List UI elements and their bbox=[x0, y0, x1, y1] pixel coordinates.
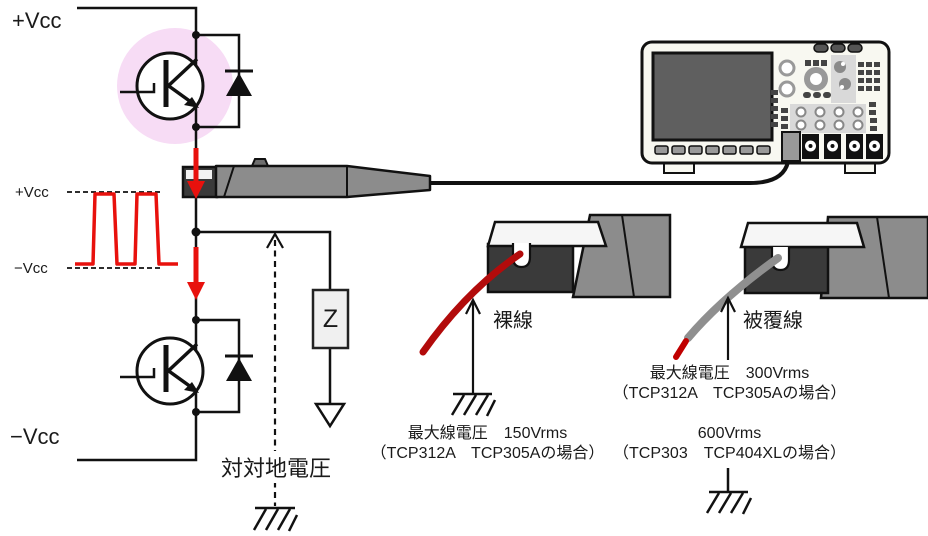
scope-small-buttons bbox=[771, 60, 880, 131]
wave-low-label: −Vcc bbox=[14, 260, 48, 277]
scope-screen bbox=[651, 51, 774, 142]
scope-menu-buttons bbox=[654, 145, 771, 155]
probe-body bbox=[214, 164, 432, 199]
probe-cable bbox=[430, 161, 790, 185]
ground-symbol bbox=[450, 392, 497, 417]
spec-line: （TCP312A TCP305Aの場合） bbox=[612, 385, 847, 402]
vcc-minus-label: −Vcc bbox=[10, 424, 60, 449]
diode-icon bbox=[226, 73, 252, 96]
bare-wire-label: 裸線 bbox=[493, 310, 533, 332]
vcc-plus-label: +Vcc bbox=[12, 8, 62, 33]
current-probe-main bbox=[181, 158, 790, 199]
wire-tip bbox=[673, 338, 689, 360]
diode-icon bbox=[226, 358, 252, 381]
spec-line: （TCP312A TCP305Aの場合） bbox=[370, 445, 605, 462]
switching-waveform bbox=[67, 191, 178, 269]
square-wave bbox=[75, 192, 178, 266]
up-arrowhead bbox=[266, 231, 284, 249]
open-triangle-ground-icon bbox=[313, 402, 347, 429]
probe-slider bbox=[486, 220, 608, 248]
spec-line: 最大線電圧 300Vrms bbox=[649, 365, 810, 382]
scope-bnc-inputs bbox=[802, 134, 883, 159]
wave-high-label: +Vcc bbox=[15, 184, 49, 201]
probe-bare-wire bbox=[419, 213, 672, 417]
scope-knob bbox=[778, 59, 796, 77]
igbt-upper-cell bbox=[120, 31, 253, 131]
oscilloscope bbox=[640, 40, 891, 174]
spec-line: 最大線電圧 150Vrms bbox=[407, 425, 568, 442]
spec-line: （TCP303 TCP404XLの場合） bbox=[613, 445, 846, 462]
ground-symbol bbox=[705, 468, 753, 515]
probe-insulated-wire bbox=[673, 215, 928, 515]
impedance-box bbox=[311, 288, 350, 350]
ground-voltage-measure-line bbox=[252, 231, 299, 532]
bare-wire bbox=[419, 250, 524, 356]
scope-top-buttons bbox=[813, 43, 863, 53]
covered-wire-label: 被覆線 bbox=[743, 310, 803, 332]
ground-voltage-label: 対対地電圧 bbox=[219, 451, 334, 483]
covered-wire-spec-alt: 600Vrms （TCP303 TCP404XLの場合） bbox=[612, 424, 847, 464]
igbt-lower-cell bbox=[120, 316, 253, 416]
scope-knob bbox=[778, 80, 796, 98]
pointer-arrow bbox=[720, 295, 736, 360]
spec-line: 600Vrms bbox=[697, 425, 762, 442]
pointer-arrow bbox=[465, 297, 481, 394]
probe-connector bbox=[781, 131, 801, 162]
impedance-label: Z bbox=[322, 304, 339, 333]
ground-symbol bbox=[252, 506, 299, 532]
bare-wire-spec: 最大線電圧 150Vrms （TCP312A TCP305Aの場合） bbox=[370, 424, 605, 464]
covered-wire-spec: 最大線電圧 300Vrms （TCP312A TCP305Aの場合） bbox=[612, 364, 847, 404]
probe-slider bbox=[739, 221, 866, 249]
impedance-branch bbox=[191, 227, 350, 429]
junction-dot bbox=[191, 227, 201, 237]
scope-channel-knobs bbox=[795, 106, 864, 131]
current-arrow bbox=[187, 148, 205, 300]
